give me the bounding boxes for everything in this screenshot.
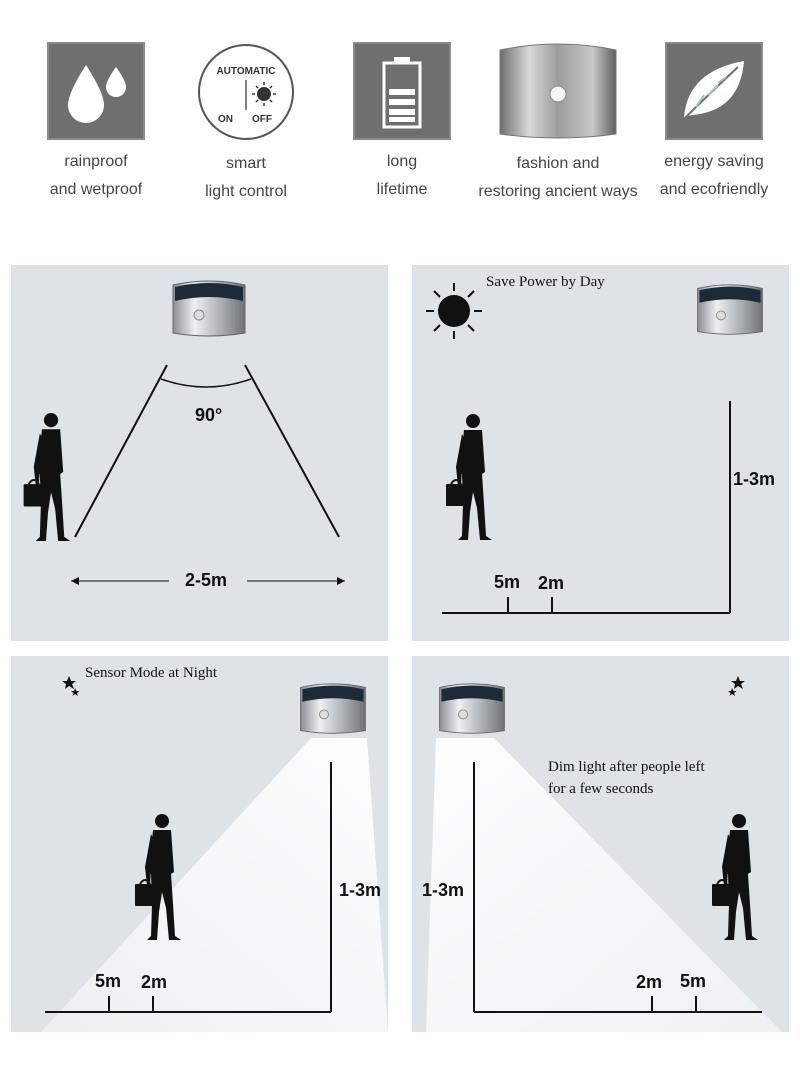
- feature-smart-light: AUTOMATIC ON OFF smart light control: [166, 42, 326, 206]
- feature-lifetime-line1: long: [386, 153, 418, 170]
- panel-day: Save Power by Day 1-3m 5m 2m: [412, 265, 789, 641]
- mark-5m: 5m: [680, 971, 707, 991]
- sun-icon: [426, 283, 482, 339]
- feature-rainproof-line1: rainproof: [64, 153, 128, 170]
- height-label: 1-3m: [422, 880, 465, 900]
- feature-energy-line2: and ecofriendly: [659, 181, 769, 198]
- light-beam: [41, 738, 388, 1032]
- feature-smart-light-line1: smart: [226, 155, 266, 172]
- mark-2m: 2m: [636, 972, 663, 992]
- feature-fashion-line2: restoring ancient ways: [478, 183, 638, 200]
- distance-label: 2-5m: [185, 570, 228, 590]
- panel-detection-angle: 90° 2-5m: [11, 265, 388, 641]
- feature-smart-light-line2: light control: [205, 183, 287, 200]
- feature-lifetime: long lifetime: [322, 42, 482, 204]
- day-title: Save Power by Day: [486, 274, 605, 290]
- lamp-illustration: [697, 284, 763, 335]
- dial-automatic-label: AUTOMATIC: [216, 66, 276, 77]
- raindrops-icon: [47, 42, 145, 140]
- auto-light-dial-icon: AUTOMATIC ON OFF: [196, 42, 296, 142]
- mark-2m: 2m: [141, 972, 168, 992]
- lamp-illustration: [172, 280, 246, 337]
- feature-energy: energy saving and ecofriendly: [634, 42, 794, 204]
- panel-dim: Dim light after people left for a few se…: [412, 656, 789, 1032]
- mark-5m: 5m: [494, 572, 521, 592]
- person-silhouette: [23, 411, 72, 543]
- mark-5m: 5m: [95, 971, 122, 991]
- feature-rainproof: rainproof and wetproof: [16, 42, 176, 204]
- dial-off-label: OFF: [252, 114, 272, 125]
- mark-2m: 2m: [538, 573, 565, 593]
- feature-lifetime-line2: lifetime: [376, 181, 428, 198]
- feature-fashion-line1: fashion and: [516, 155, 600, 172]
- height-label: 1-3m: [733, 469, 776, 489]
- feature-rainproof-line2: and wetproof: [49, 181, 143, 198]
- lamp-product-icon: [496, 42, 620, 142]
- moon-icon: [728, 672, 773, 714]
- dim-text-line2: for a few seconds: [548, 781, 654, 797]
- panel-night: Sensor Mode at Night 1-3m 5m 2m: [11, 656, 388, 1032]
- feature-fashion: fashion and restoring ancient ways: [478, 42, 638, 206]
- lamp-illustration: [300, 683, 366, 734]
- moon-icon: [30, 672, 80, 714]
- leaf-icon: [665, 42, 763, 140]
- height-label: 1-3m: [339, 880, 382, 900]
- person-silhouette: [446, 412, 494, 542]
- night-title: Sensor Mode at Night: [85, 665, 218, 681]
- angle-label: 90°: [195, 405, 223, 425]
- lamp-illustration: [439, 683, 505, 734]
- dial-on-label: ON: [218, 114, 233, 125]
- person-silhouette: [712, 812, 760, 942]
- battery-icon: [353, 42, 451, 140]
- feature-energy-line1: energy saving: [664, 153, 764, 170]
- light-beam: [426, 738, 782, 1032]
- dim-text-line1: Dim light after people left: [548, 759, 705, 775]
